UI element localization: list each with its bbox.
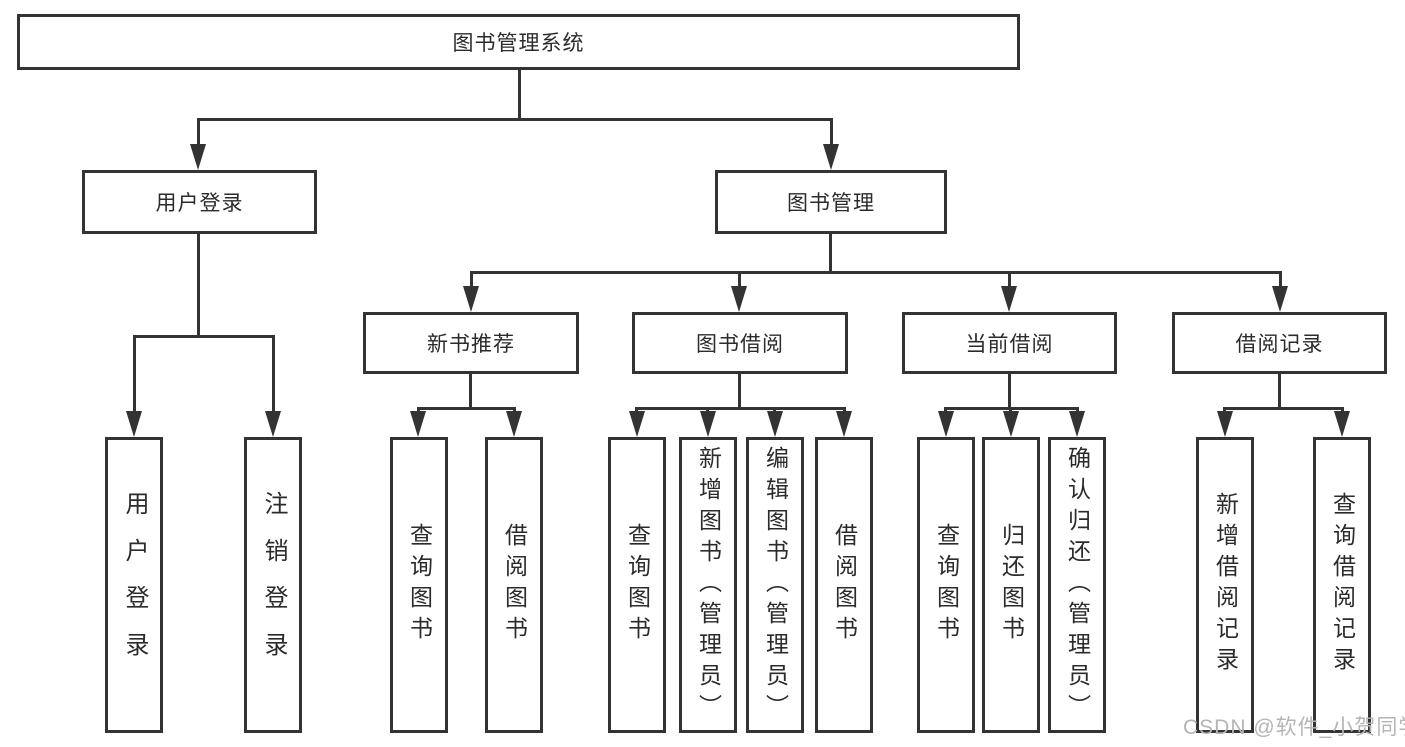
connector-user-login-stem — [197, 234, 200, 335]
arrow-down-icon — [463, 286, 479, 312]
node-book-management: 图书管理 — [715, 170, 947, 234]
leaf-label: 查询借阅记录 — [1329, 492, 1356, 678]
connector-stem — [1008, 374, 1011, 407]
arrow-down-icon — [700, 411, 716, 437]
node-leaf-borrow-books: 借阅图书 — [815, 437, 873, 733]
leaf-label: 查询图书 — [624, 523, 651, 647]
arrow-down-icon — [126, 411, 142, 437]
leaf-label: 借阅图书 — [501, 523, 528, 647]
arrow-down-icon — [1003, 411, 1019, 437]
arrow-down-icon — [1272, 286, 1288, 312]
arrow-down-icon — [836, 411, 852, 437]
node-leaf-borrow-books: 借阅图书 — [485, 437, 543, 733]
connector-rail — [635, 407, 846, 410]
node-root: 图书管理系统 — [17, 14, 1020, 70]
node-leaf-edit-book-admin: 编辑图书（管理员） — [746, 437, 804, 733]
node-leaf-user-login: 用户登录 — [105, 437, 163, 733]
node-leaf-query-books: 查询图书 — [608, 437, 666, 733]
arrow-down-icon — [823, 144, 839, 170]
arrow-down-icon — [1334, 411, 1350, 437]
leaf-label: 借阅图书 — [831, 523, 858, 647]
connector-level2-rail — [197, 118, 833, 121]
node-current-borrowing: 当前借阅 — [902, 312, 1117, 374]
arrow-down-icon — [410, 411, 426, 437]
leaf-label: 用户登录 — [121, 491, 148, 679]
node-book-borrowing: 图书借阅 — [632, 312, 848, 374]
leaf-label: 注销登录 — [260, 491, 287, 679]
node-leaf-query-books: 查询图书 — [390, 437, 448, 733]
connector-drop — [1279, 271, 1282, 289]
node-leaf-query-books: 查询图书 — [917, 437, 975, 733]
connector-drop — [738, 271, 741, 289]
node-leaf-logout: 注销登录 — [244, 437, 302, 733]
arrow-down-icon — [938, 411, 954, 437]
connector-user-login-rail — [133, 335, 275, 338]
connector-rail — [1223, 407, 1344, 410]
connector-book-mgmt-stem — [829, 234, 832, 271]
node-leaf-confirm-return-admin: 确认归还（管理员） — [1048, 437, 1106, 733]
connector-drop — [470, 271, 473, 289]
arrow-down-icon — [731, 286, 747, 312]
connector-stem — [738, 374, 741, 407]
arrow-down-icon — [1069, 411, 1085, 437]
leaf-label: 查询图书 — [933, 523, 960, 647]
leaf-label: 归还图书 — [998, 523, 1025, 647]
connector-drop — [1008, 271, 1011, 289]
node-new-book-recommend: 新书推荐 — [363, 312, 579, 374]
connector-rail — [417, 407, 516, 410]
arrow-down-icon — [629, 411, 645, 437]
connector-drop — [133, 335, 136, 415]
arrow-down-icon — [190, 144, 206, 170]
arrow-down-icon — [767, 411, 783, 437]
node-borrowing-records: 借阅记录 — [1172, 312, 1387, 374]
node-leaf-query-borrow-record: 查询借阅记录 — [1313, 437, 1371, 733]
connector-drop — [830, 118, 833, 148]
connector-drop — [272, 335, 275, 415]
node-leaf-add-borrow-record: 新增借阅记录 — [1196, 437, 1254, 733]
connector-drop — [197, 118, 200, 148]
node-leaf-add-book-admin: 新增图书（管理员） — [679, 437, 737, 733]
arrow-down-icon — [1217, 411, 1233, 437]
node-leaf-return-book: 归还图书 — [982, 437, 1040, 733]
connector-stem — [469, 374, 472, 407]
node-user-login: 用户登录 — [82, 170, 317, 234]
leaf-label: 确认归还（管理员） — [1064, 445, 1091, 725]
leaf-label: 编辑图书（管理员） — [762, 445, 789, 725]
leaf-label: 查询图书 — [406, 523, 433, 647]
leaf-label: 新增借阅记录 — [1212, 492, 1239, 678]
connector-stem — [1278, 374, 1281, 407]
arrow-down-icon — [1001, 286, 1017, 312]
arrow-down-icon — [265, 411, 281, 437]
leaf-label: 新增图书（管理员） — [695, 445, 722, 725]
arrow-down-icon — [506, 411, 522, 437]
connector-root-stem — [518, 70, 521, 118]
connector-level3-rail — [470, 271, 1282, 274]
csdn-watermark: CSDN @软件_小贺同学 — [1183, 716, 1405, 739]
